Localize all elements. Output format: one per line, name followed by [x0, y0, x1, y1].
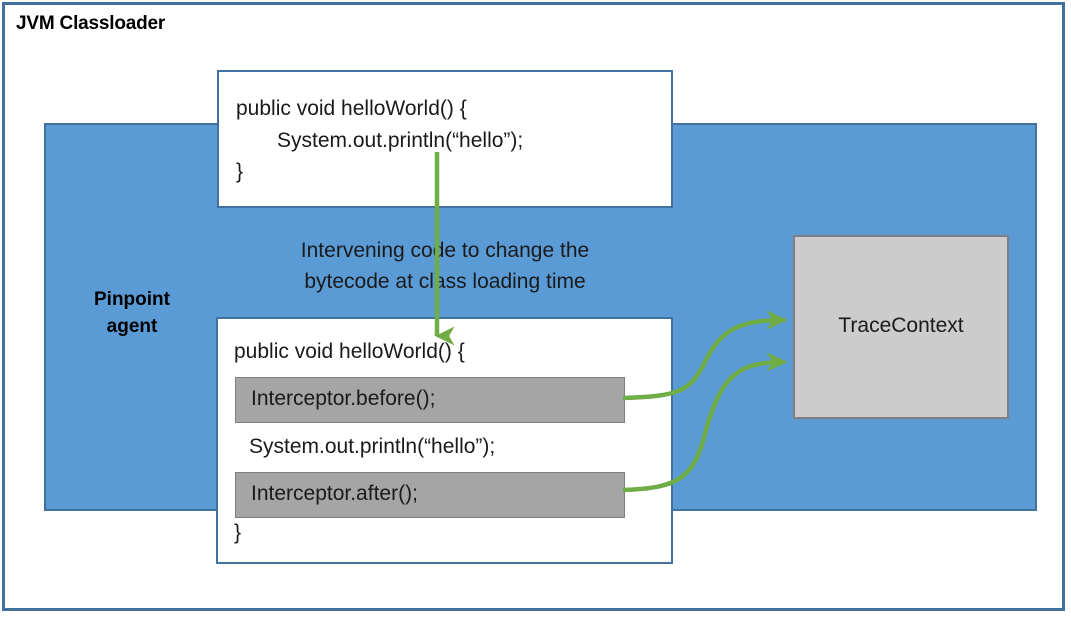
- interceptor-before-label: Interceptor.before();: [251, 387, 436, 410]
- original-code-box: public void helloWorld() { System.out.pr…: [217, 70, 673, 208]
- jvm-classloader-title: JVM Classloader: [16, 13, 166, 34]
- instrumented-code-box: public void helloWorld() { Interceptor.b…: [216, 317, 673, 564]
- tracecontext-label: TraceContext: [838, 314, 964, 337]
- pinpoint-agent-label: Pinpoint agent: [72, 286, 192, 340]
- instrumented-code-line-open: public void helloWorld() {: [234, 340, 465, 363]
- transform-annotation: Intervening code to change the bytecode …: [255, 235, 635, 297]
- instrumented-code-line-close: }: [234, 521, 242, 544]
- instrumented-code-line-body: System.out.println(“hello”);: [249, 435, 496, 458]
- original-code-line-3: }: [236, 160, 244, 183]
- pinpoint-agent-label-line2: agent: [106, 316, 158, 337]
- pinpoint-agent-label-line1: Pinpoint: [94, 289, 170, 310]
- tracecontext-box: TraceContext: [793, 235, 1009, 419]
- interceptor-after-label: Interceptor.after();: [251, 482, 418, 505]
- original-code-line-1: public void helloWorld() {: [236, 97, 467, 120]
- original-code-line-2: System.out.println(“hello”);: [277, 129, 524, 152]
- interceptor-before-row: Interceptor.before();: [235, 377, 625, 423]
- interceptor-after-row: Interceptor.after();: [235, 472, 625, 518]
- transform-annotation-line1: Intervening code to change the: [300, 239, 590, 262]
- transform-annotation-line2: bytecode at class loading time: [304, 270, 586, 293]
